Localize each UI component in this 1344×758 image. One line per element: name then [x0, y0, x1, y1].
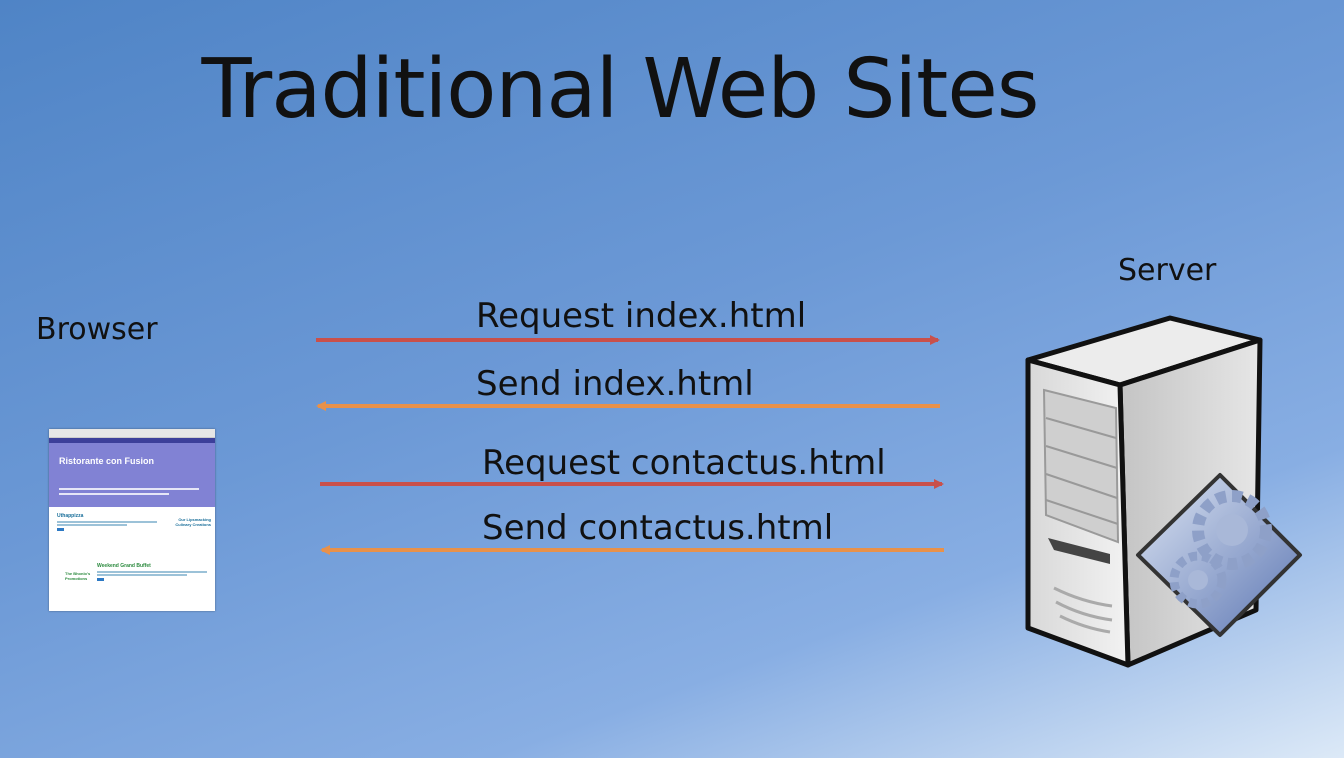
- message-send-index: Send index.html: [476, 364, 754, 404]
- section-text-line: [57, 524, 127, 526]
- browser-thumbnail: Ristorante con Fusion Uthappizza Our Lip…: [49, 429, 215, 611]
- site-hero: Ristorante con Fusion: [49, 443, 215, 507]
- promo-logo: The Bhonlo's Promotions: [65, 571, 91, 581]
- site-navbar: [49, 438, 215, 443]
- message-send-contactus: Send contactus.html: [482, 508, 834, 548]
- promo-text-line: [97, 574, 187, 576]
- side-text: Our Lipsmacking Culinary Creations: [175, 517, 211, 527]
- browser-label: Browser: [36, 312, 158, 347]
- promo-text-line: [97, 571, 207, 573]
- message-request-index: Request index.html: [476, 296, 807, 336]
- server-label: Server: [1118, 253, 1217, 288]
- hero-text-line: [59, 493, 169, 495]
- section-text-line: [57, 521, 157, 523]
- promo-button: [97, 578, 104, 581]
- gear-badge-icon: [1136, 473, 1302, 637]
- server-icon: [1025, 315, 1302, 668]
- section-title: Uthappizza: [57, 513, 84, 519]
- section-button: [57, 528, 64, 531]
- promo-title: Weekend Grand Buffet: [97, 563, 151, 569]
- site-title: Ristorante con Fusion: [59, 456, 155, 466]
- hero-text-line: [59, 488, 199, 490]
- slide-title: Traditional Web Sites: [201, 42, 1040, 137]
- browser-chrome: [49, 429, 215, 438]
- message-request-contactus: Request contactus.html: [482, 443, 886, 483]
